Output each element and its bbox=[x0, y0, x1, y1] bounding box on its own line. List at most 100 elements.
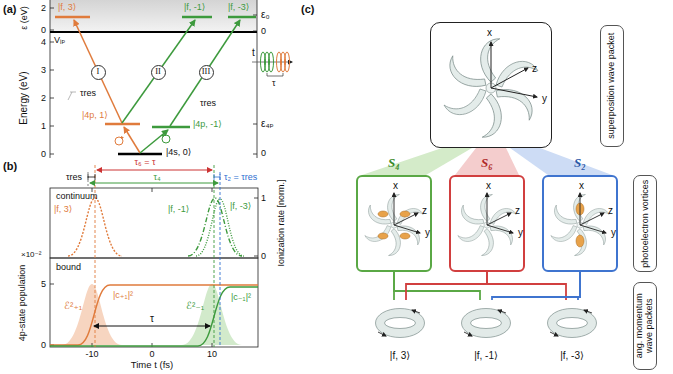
node-text: y bbox=[425, 227, 430, 238]
wave-packet-art bbox=[576, 235, 584, 247]
wave-packet-item: |f, 3⟩ bbox=[372, 300, 428, 364]
label-text: |f, 3⟩ bbox=[58, 2, 76, 12]
label-text: τ₆ = τ bbox=[135, 157, 156, 167]
node-text: x bbox=[487, 27, 492, 38]
energy-level-diagram bbox=[161, 134, 164, 137]
node-text: z bbox=[608, 205, 613, 216]
symmetry-box: S₆xyz bbox=[449, 175, 525, 272]
node-text: z bbox=[532, 63, 537, 74]
wave-packet-item: |f, -1⟩ bbox=[458, 300, 514, 364]
node-text: photoelectron vortices bbox=[634, 179, 656, 268]
label-text: 2 bbox=[41, 93, 46, 103]
wave-packet-art bbox=[394, 193, 395, 225]
time-plots bbox=[97, 170, 212, 171]
energy-level-diagram bbox=[74, 20, 122, 123]
wave-packet-art bbox=[548, 309, 597, 338]
projection-fan bbox=[510, 148, 612, 175]
wave-packet-art bbox=[365, 192, 423, 259]
node-text: x bbox=[393, 180, 398, 191]
bracket-connector bbox=[406, 272, 487, 300]
label-text: |f, -1⟩ bbox=[168, 204, 189, 214]
energy-level-diagram bbox=[50, 0, 257, 158]
label-text: τ₂ = τres bbox=[224, 172, 257, 182]
node-text: I bbox=[97, 67, 100, 76]
time-plots bbox=[214, 174, 220, 180]
wave-packet-art bbox=[580, 193, 581, 225]
label-text: 1 bbox=[41, 121, 46, 131]
wave-packet-art bbox=[378, 211, 388, 217]
label-text: 0 bbox=[261, 26, 266, 36]
label-text: 0 bbox=[41, 149, 46, 159]
label-text: τres bbox=[80, 88, 96, 98]
label-text: 1 bbox=[261, 193, 266, 203]
wave-packet-art bbox=[365, 34, 609, 338]
energy-level-diagram bbox=[170, 20, 240, 126]
label-text: continuum bbox=[56, 191, 98, 201]
label-text: |4p, -1⟩ bbox=[193, 119, 222, 129]
label-text: τres bbox=[66, 172, 82, 182]
label-text: 0 bbox=[41, 340, 46, 350]
time-plots bbox=[94, 326, 210, 327]
label-text: Vᵢₚ bbox=[54, 35, 65, 45]
label-text: Energy (eV) bbox=[18, 71, 30, 124]
pulse-helix bbox=[285, 52, 290, 72]
label-text: |c₋₁|² bbox=[231, 292, 251, 302]
side-label-box: ang. momentum wave packets bbox=[633, 282, 657, 370]
wave-packet-art bbox=[491, 88, 537, 97]
label-text: 3 bbox=[41, 65, 46, 75]
energy-level-diagram bbox=[124, 127, 140, 153]
label-text: 4 bbox=[41, 37, 46, 47]
wave-packet-art bbox=[394, 213, 418, 225]
node-text: ang. momentum wave packets bbox=[634, 286, 656, 366]
projection-fan bbox=[362, 148, 472, 175]
label-text: |f, 3⟩ bbox=[54, 204, 72, 214]
energy-level-diagram bbox=[68, 92, 76, 100]
label-text: -10 bbox=[85, 349, 98, 359]
label-text: 0 bbox=[149, 349, 154, 359]
energy-level-diagram bbox=[50, 8, 257, 154]
time-plots bbox=[214, 165, 215, 347]
label-text: 4p-state population bbox=[17, 265, 27, 342]
label-text: τ bbox=[272, 78, 276, 88]
side-label-box: superposition wave packet bbox=[600, 25, 624, 147]
wave-packet-art bbox=[376, 309, 425, 338]
wave-packet-art bbox=[378, 203, 584, 247]
energy-level-diagram bbox=[257, 0, 258, 158]
node-text: III bbox=[202, 67, 211, 76]
wave-packet-art bbox=[491, 68, 528, 88]
energy-level-diagram bbox=[118, 153, 162, 156]
wave-packet-art bbox=[462, 309, 511, 338]
node-text: S₂ bbox=[544, 156, 616, 170]
label-text: (c) bbox=[301, 3, 314, 16]
label-text: τ₄ bbox=[153, 172, 160, 182]
time-plots bbox=[50, 287, 258, 346]
label-text: bound bbox=[56, 262, 81, 272]
node-text: y bbox=[518, 227, 523, 238]
node-text: x bbox=[579, 180, 584, 191]
energy-level-diagram bbox=[50, 31, 257, 33]
label-text: |c₊₁|² bbox=[113, 290, 133, 300]
time-plots bbox=[50, 188, 258, 347]
wave-packet-art bbox=[400, 211, 410, 217]
symmetry-box: S₄xyz bbox=[356, 175, 432, 272]
label-text: |f, -3⟩ bbox=[230, 201, 251, 211]
energy-level-diagram bbox=[50, 0, 257, 32]
label-text: ℰ²₋₁ bbox=[186, 300, 204, 312]
node-text: x bbox=[486, 180, 491, 191]
node-text: |f, -1⟩ bbox=[458, 350, 514, 361]
pulse-helix bbox=[267, 73, 283, 76]
time-plots bbox=[50, 285, 258, 345]
node-text: II bbox=[155, 67, 161, 76]
energy-level-diagram bbox=[162, 135, 170, 143]
energy-level-diagram bbox=[121, 136, 124, 139]
node-text: y bbox=[611, 227, 616, 238]
label-text: ×10⁻² bbox=[21, 250, 41, 259]
label-text: (b) bbox=[3, 160, 17, 173]
label-text: τres bbox=[200, 98, 216, 108]
energy-level-diagram bbox=[182, 16, 212, 19]
label-text: 0 bbox=[261, 251, 266, 261]
